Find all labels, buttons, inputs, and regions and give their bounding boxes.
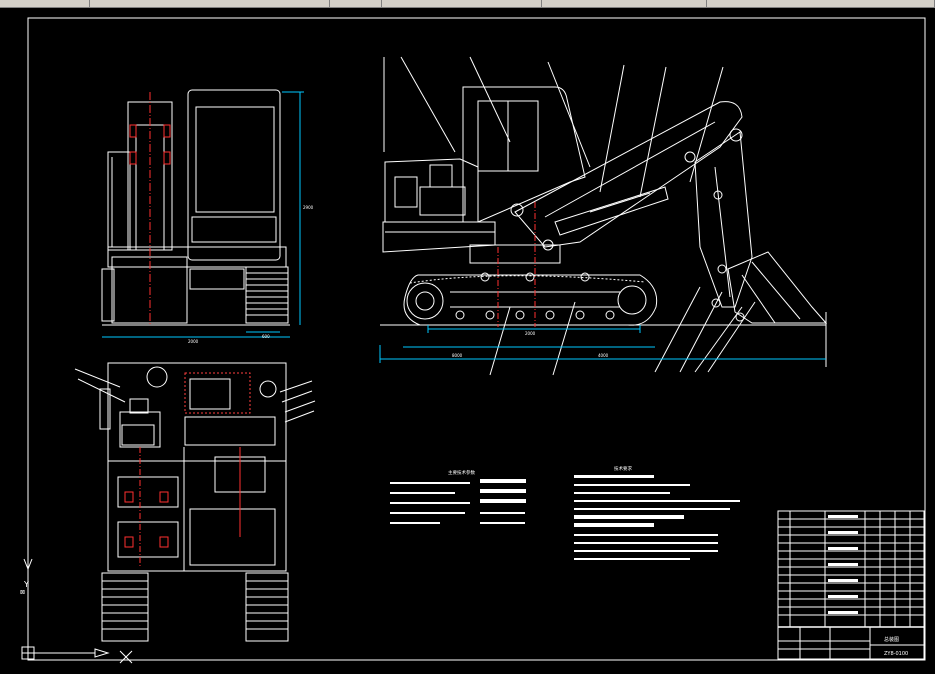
ucs-axis-icon: Y ⊠ xyxy=(20,558,110,660)
side-view-dimensions xyxy=(379,325,826,363)
side-view xyxy=(380,56,828,376)
tech-requirements-block: 技术要求 xyxy=(574,465,740,560)
front-view-dimensions xyxy=(102,91,304,338)
toolbar-segment-6[interactable] xyxy=(707,0,935,7)
dim-side-total: 8000 xyxy=(452,353,463,358)
title-block-name: 总装图 xyxy=(884,636,899,643)
parts-list-table xyxy=(777,510,925,660)
toolbar-segment-3[interactable] xyxy=(330,0,382,7)
toolbar-segment-4[interactable] xyxy=(382,0,542,7)
toolbar-segment-1[interactable] xyxy=(0,0,90,7)
dim-side-track: 2000 xyxy=(525,331,536,336)
tech-params-block: 主要技术参数 xyxy=(390,469,526,524)
tech-params-title: 主要技术参数 xyxy=(448,469,475,476)
title-block-code: ZY8-0100 xyxy=(884,651,908,657)
svg-text:⊠: ⊠ xyxy=(20,589,25,596)
dim-front-width: 2000 xyxy=(188,339,199,344)
tech-requirements-title: 技术要求 xyxy=(614,465,632,472)
dim-front-height: 2900 xyxy=(303,205,314,210)
dim-side-overall: 4000 xyxy=(598,353,609,358)
toolbar-segment-2[interactable] xyxy=(90,0,330,7)
drawing-frame xyxy=(27,17,926,661)
crosshair-icon xyxy=(119,650,133,664)
front-view xyxy=(101,89,290,326)
cad-drawing-canvas[interactable]: 4000 8000 2000 xyxy=(0,7,935,674)
dim-front-offset: 600 xyxy=(262,334,270,339)
svg-text:Y: Y xyxy=(23,580,29,589)
top-view xyxy=(74,362,316,642)
toolbar-segment-5[interactable] xyxy=(542,0,707,7)
